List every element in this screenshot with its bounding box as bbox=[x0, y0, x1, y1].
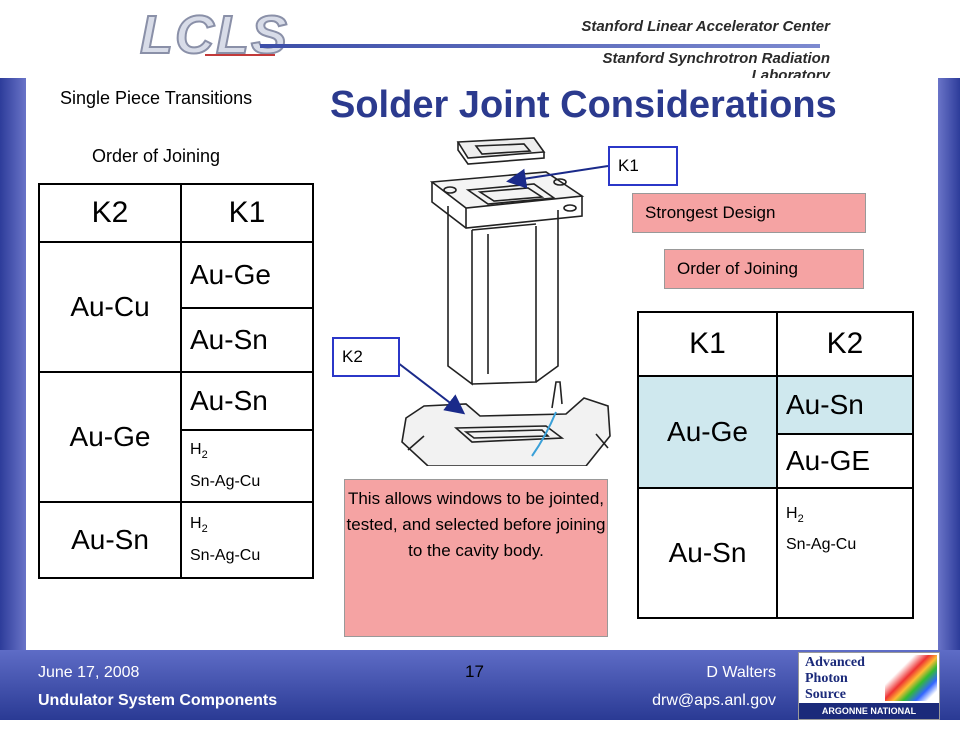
footer-date: June 17, 2008 bbox=[38, 664, 140, 681]
table-row: Au-Cu Au-Ge bbox=[38, 241, 314, 373]
header-accent-rule bbox=[205, 54, 275, 56]
table-cell: Au-Ge bbox=[637, 375, 778, 489]
table-header: K1 bbox=[637, 311, 778, 377]
table-cell: H2 Sn-Ag-Cu bbox=[776, 487, 914, 619]
table-cell: Au-Sn bbox=[180, 307, 314, 373]
slac-name: Stanford Linear Accelerator Center bbox=[581, 18, 830, 35]
table-cell: Au-Sn bbox=[38, 501, 182, 579]
order-of-joining-right: Order of Joining bbox=[664, 249, 864, 289]
table-row: Au-Ge Au-Sn bbox=[637, 375, 914, 489]
lcls-logo: LCLS bbox=[139, 5, 289, 65]
table-row: Au-Sn H2 Sn-Ag-Cu bbox=[38, 501, 314, 579]
h2-subscript: 2 bbox=[797, 513, 804, 526]
footer-email: drw@aps.anl.gov bbox=[652, 692, 776, 709]
table-header-row: K2 K1 bbox=[38, 183, 314, 243]
table-cell: Au-Cu bbox=[38, 241, 182, 373]
h2-symbol: H bbox=[786, 505, 798, 522]
table-cell: Au-Sn bbox=[180, 371, 314, 431]
aps-logo: Advanced Photon Source ARGONNE NATIONAL … bbox=[798, 652, 940, 732]
note-box: This allows windows to be jointed, teste… bbox=[344, 479, 608, 637]
table-cell: Au-Ge bbox=[180, 241, 314, 309]
table-cell: Au-Sn bbox=[637, 487, 778, 619]
h2-symbol: H bbox=[190, 515, 202, 533]
page-number: 17 bbox=[465, 662, 484, 681]
left-joining-table: K2 K1 Au-Cu Au-Ge Au-Sn Au-Ge Au-Sn H2 S… bbox=[38, 183, 314, 579]
table-row: Au-Sn H2 Sn-Ag-Cu bbox=[637, 487, 914, 619]
table-row: H2 Sn-Ag-Cu bbox=[39, 429, 314, 503]
table-header-row: K1 K2 bbox=[637, 311, 914, 377]
argonne-bar: ARGONNE NATIONAL LABORATORY bbox=[799, 703, 939, 732]
order-of-joining-left: Order of Joining bbox=[92, 146, 221, 166]
table-header: K1 bbox=[180, 183, 314, 243]
h2-subscript: 2 bbox=[201, 449, 208, 462]
header-rule bbox=[260, 44, 820, 48]
table-cell: H2 Sn-Ag-Cu bbox=[180, 429, 314, 503]
aps-rainbow bbox=[885, 655, 937, 701]
table-header: K2 bbox=[776, 311, 914, 377]
k2-callout: K2 bbox=[332, 337, 400, 377]
slide-header bbox=[0, 0, 960, 78]
footer-author: D Walters bbox=[706, 664, 776, 681]
h2-symbol: H bbox=[190, 441, 202, 459]
table-cell: H2 Sn-Ag-Cu bbox=[180, 501, 314, 579]
aps-logo-line: Source bbox=[805, 687, 846, 702]
aps-logo-line: Photon bbox=[805, 671, 848, 686]
cavity-drawing bbox=[401, 137, 611, 466]
table-cell: Au-GE bbox=[776, 433, 914, 489]
frame-left bbox=[0, 78, 26, 650]
table-row: Au-GE bbox=[638, 433, 914, 489]
footer-org: Undulator System Components bbox=[38, 692, 278, 709]
k1-callout: K1 bbox=[608, 146, 678, 186]
frame-right bbox=[938, 78, 960, 650]
right-joining-table: K1 K2 Au-Ge Au-Sn Au-GE Au-Sn H2 Sn-Ag-C… bbox=[637, 311, 914, 619]
table-header: K2 bbox=[38, 183, 182, 243]
table-row: Au-Ge Au-Sn bbox=[38, 371, 314, 503]
alloy-label: Sn-Ag-Cu bbox=[190, 472, 261, 490]
alloy-label: Sn-Ag-Cu bbox=[190, 546, 261, 564]
strongest-design-label: Strongest Design bbox=[632, 193, 866, 233]
subtitle-left: Single Piece Transitions bbox=[60, 88, 253, 108]
alloy-label: Sn-Ag-Cu bbox=[786, 536, 857, 554]
table-cell: Au-Ge bbox=[38, 371, 182, 503]
aps-logo-line: Advanced bbox=[805, 655, 865, 670]
table-cell: Au-Sn bbox=[776, 375, 914, 435]
slide-title: Solder Joint Considerations bbox=[330, 84, 837, 126]
table-row: Au-Sn bbox=[39, 307, 314, 373]
h2-subscript: 2 bbox=[201, 523, 208, 536]
